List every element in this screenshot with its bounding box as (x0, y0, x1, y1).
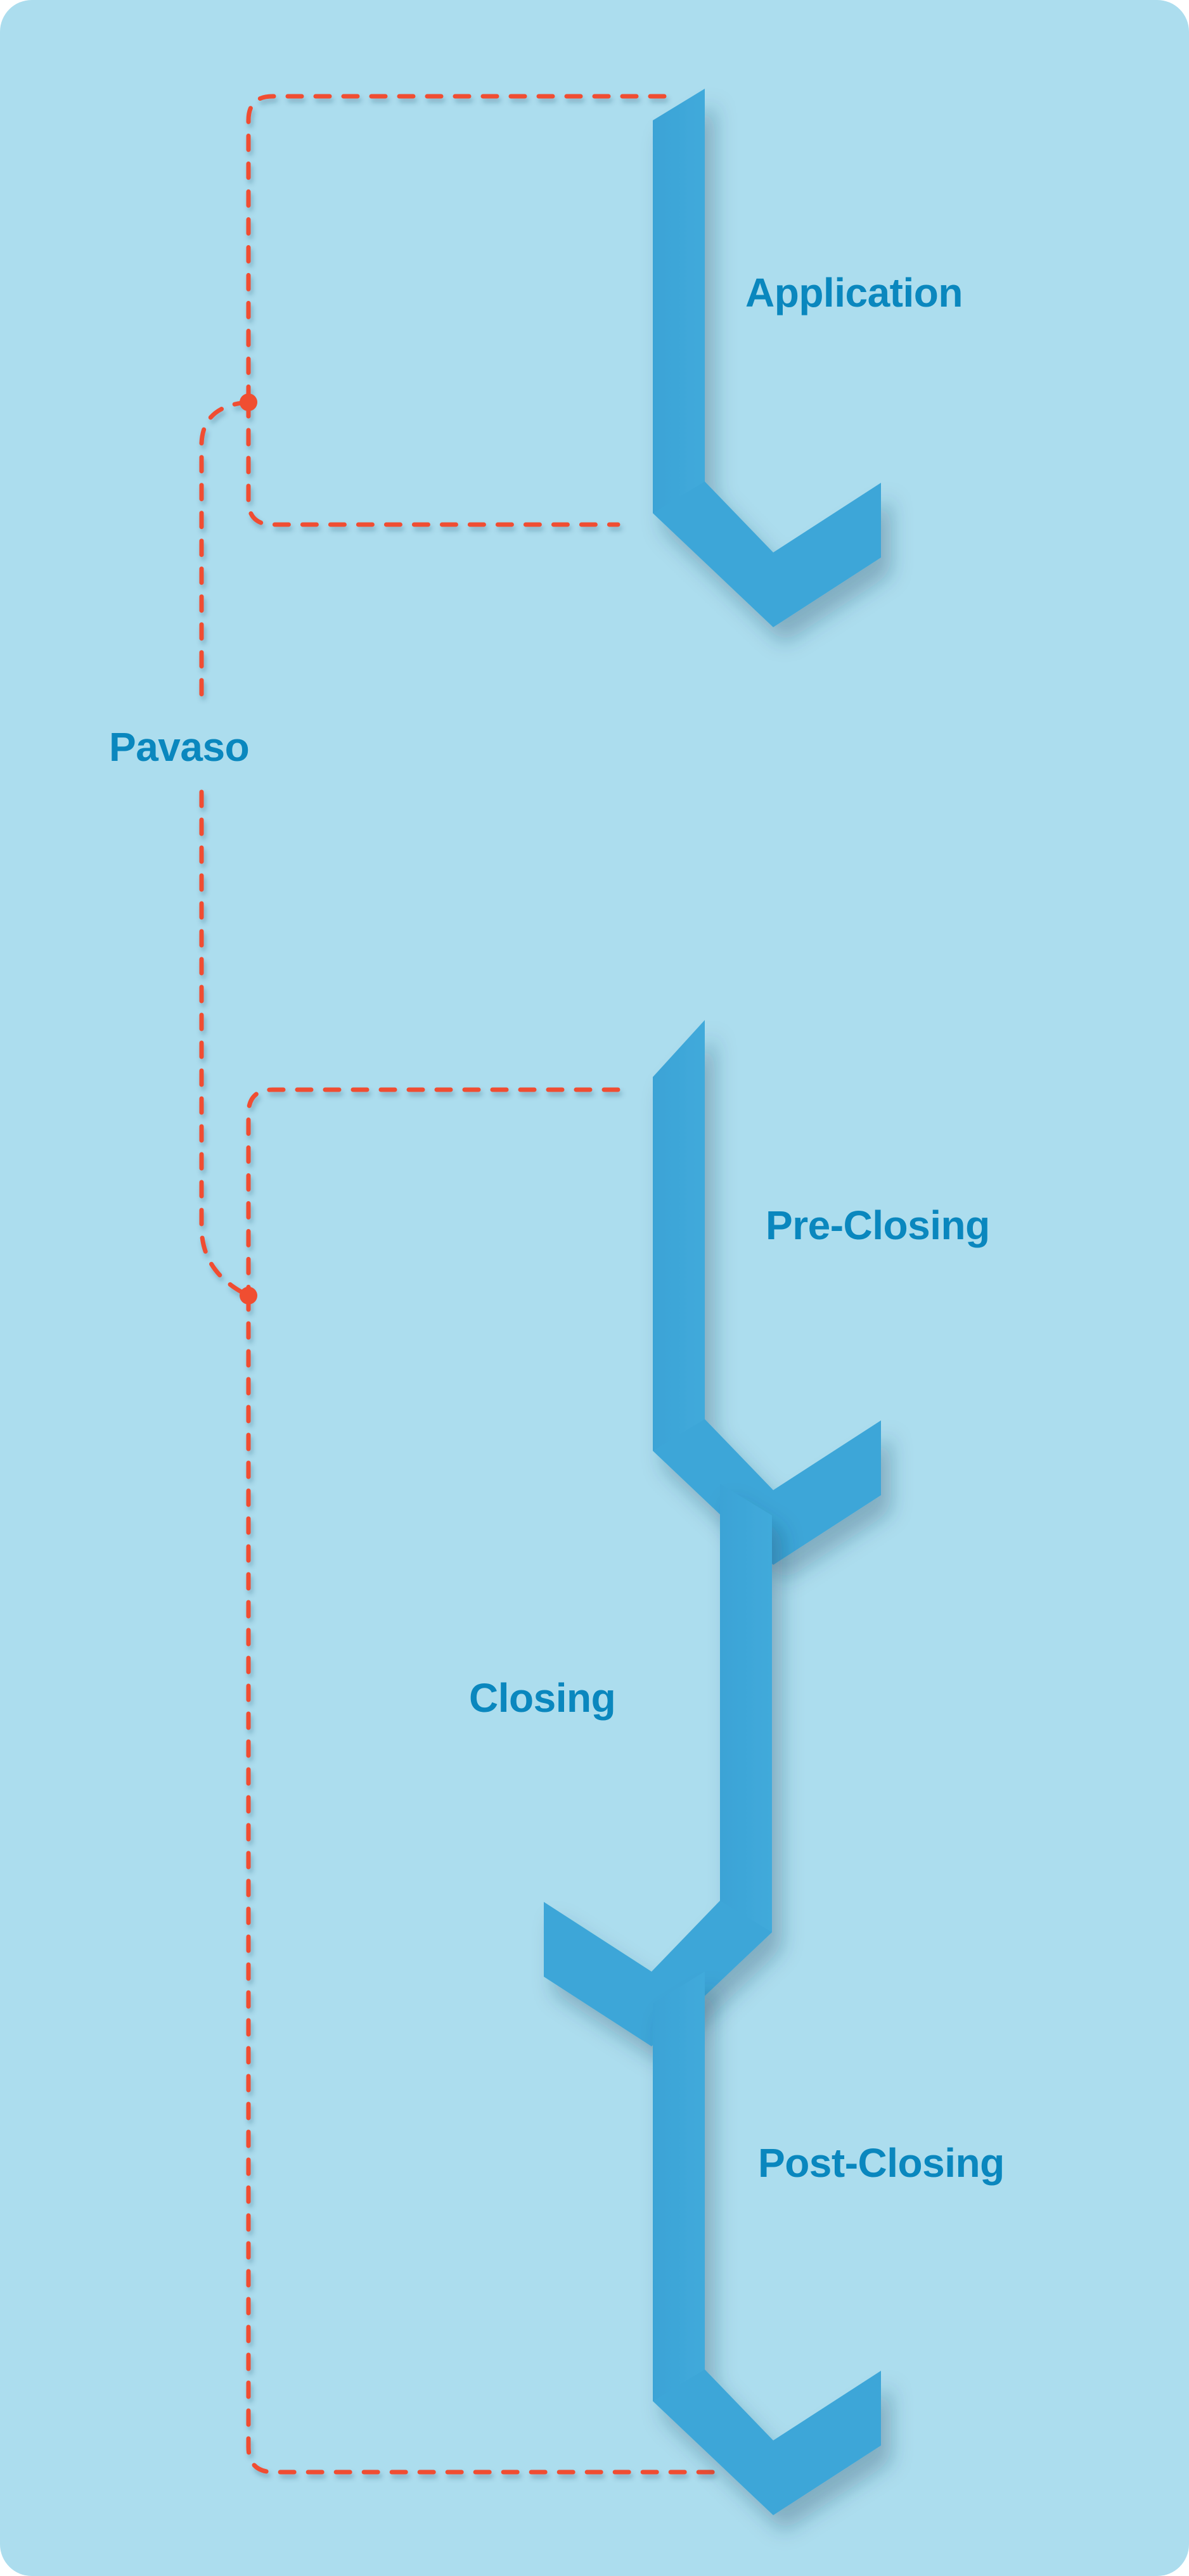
connector-spine-lower (199, 789, 251, 1298)
brand-label-pavaso: Pavaso (109, 724, 250, 770)
junction-dot-top (240, 393, 257, 411)
junction-dot-group (240, 393, 257, 1304)
junction-dot-bottom (240, 1287, 257, 1304)
connector-preclosing (246, 1087, 620, 1298)
arrow-closing[interactable] (544, 1484, 772, 2046)
stage-label-post-closing: Post-Closing (758, 2140, 1005, 2186)
connector-spine-upper (199, 400, 251, 699)
arrow-closing-stem (720, 1484, 772, 1932)
stage-label-application: Application (745, 270, 963, 316)
arrow-application-head (653, 481, 881, 627)
arrow-post-closing-stem (653, 1972, 705, 2401)
arrow-pre-closing[interactable] (653, 1020, 881, 1565)
arrow-post-closing[interactable] (653, 1972, 881, 2515)
arrow-pre-closing-head (653, 1419, 881, 1565)
arrow-application[interactable] (653, 89, 881, 627)
arrow-application-stem (653, 89, 705, 513)
arrow-closing-head (544, 1901, 772, 2046)
connector-group (199, 94, 717, 2475)
connector-application-bottom (246, 400, 620, 527)
connector-application-top (246, 94, 667, 405)
arrow-pre-closing-stem (653, 1020, 705, 1451)
stage-label-closing: Closing (469, 1675, 616, 1721)
arrow-post-closing-head (653, 2369, 881, 2515)
stage-label-pre-closing: Pre-Closing (766, 1202, 990, 1248)
connector-postclosing-return (246, 1293, 717, 2475)
